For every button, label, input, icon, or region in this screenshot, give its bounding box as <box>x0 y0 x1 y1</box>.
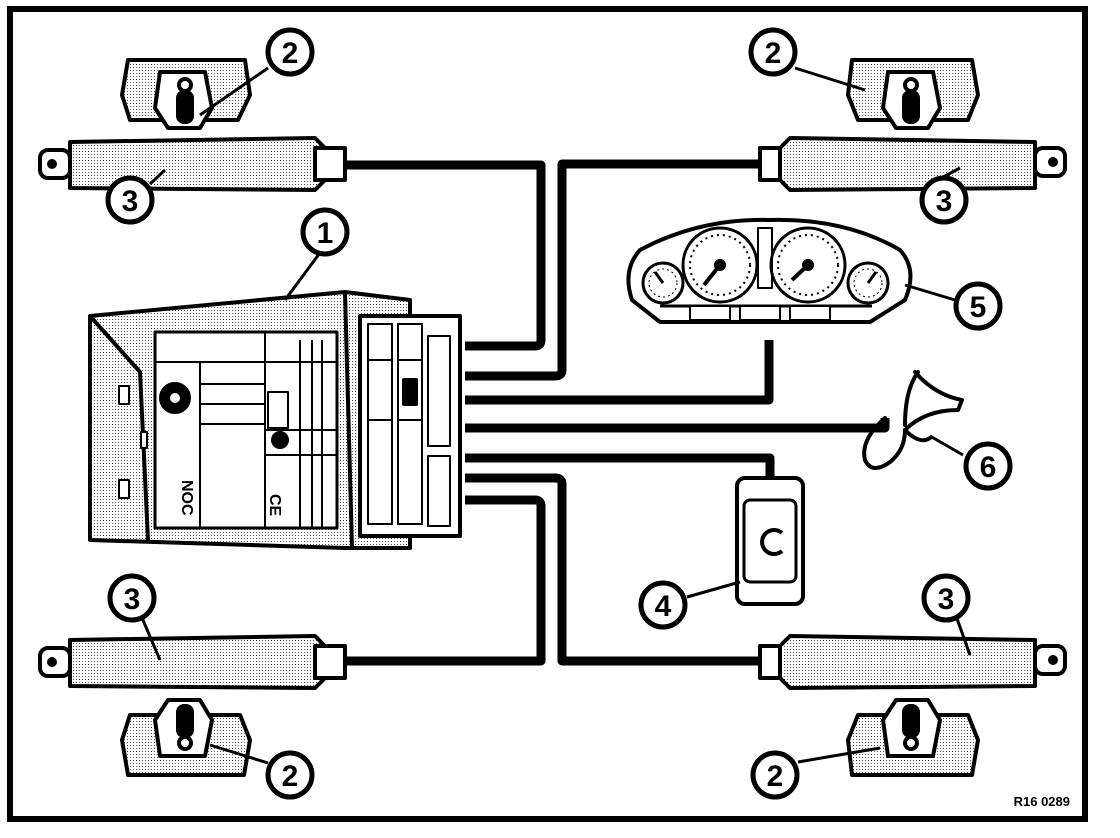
svg-text:NOC: NOC <box>178 480 195 516</box>
callout-1-label: 1 <box>317 217 334 250</box>
callout-2-rear-right: 2 <box>750 750 800 800</box>
wire-control-switch <box>465 453 775 476</box>
callout-3-label: 3 <box>124 583 141 616</box>
callout-4: 4 <box>638 580 688 630</box>
callout-5-label: 5 <box>970 291 987 324</box>
door-switch-rear-right <box>846 698 980 777</box>
wire-front-right <box>465 159 760 381</box>
control-unit: NOC CE <box>88 290 462 550</box>
callout-3-front-left: 3 <box>105 175 155 225</box>
callout-3-front-right: 3 <box>919 175 969 225</box>
callout-2-label: 2 <box>282 37 299 70</box>
wiring-harness <box>345 159 890 666</box>
callout-6-label: 6 <box>980 451 997 484</box>
callout-2-label: 2 <box>767 760 784 793</box>
instrument-cluster <box>626 217 913 324</box>
leader-lines <box>138 66 972 765</box>
reference-code: R16 0289 <box>1014 794 1070 809</box>
actuator-rear-left <box>38 634 347 690</box>
callout-5: 5 <box>953 281 1003 331</box>
callout-3-label: 3 <box>936 185 953 218</box>
callout-6: 6 <box>963 441 1013 491</box>
callout-2-rear-left: 2 <box>265 750 315 800</box>
lock-switch <box>735 476 805 606</box>
wire-rear-right <box>465 473 758 666</box>
wire-horn <box>465 418 890 433</box>
door-switch-front-left <box>120 58 252 130</box>
callout-4-label: 4 <box>655 590 672 623</box>
callout-3-label: 3 <box>938 583 955 616</box>
callout-2-front-left: 2 <box>265 27 315 77</box>
callout-3-rear-right: 3 <box>921 573 971 623</box>
door-switch-rear-left <box>120 698 252 777</box>
actuator-rear-right <box>758 634 1067 690</box>
svg-text:CE: CE <box>266 494 283 517</box>
actuator-front-right <box>758 136 1067 192</box>
actuator-front-left <box>38 136 347 192</box>
callout-2-label: 2 <box>765 37 782 70</box>
callout-3-rear-left: 3 <box>107 573 157 623</box>
wire-instrument-cluster <box>465 340 774 405</box>
door-switch-front-right <box>846 58 980 130</box>
callout-1: 1 <box>300 207 350 257</box>
wire-rear-left <box>345 495 546 666</box>
callout-2-label: 2 <box>282 760 299 793</box>
horn <box>862 370 964 470</box>
wire-front-left <box>345 160 546 351</box>
callout-2-front-right: 2 <box>748 27 798 77</box>
callout-3-label: 3 <box>122 185 139 218</box>
